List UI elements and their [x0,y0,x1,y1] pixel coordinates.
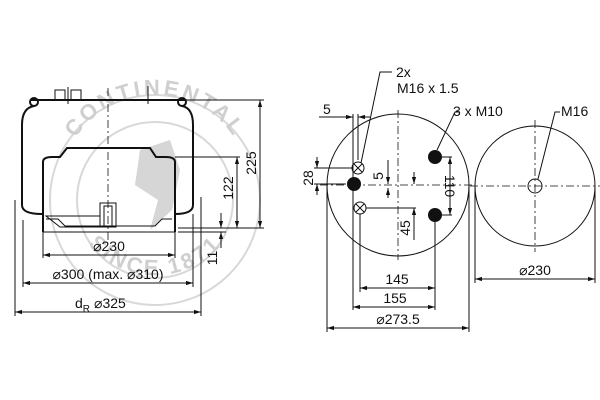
dr-label: dR⌀325 [75,295,126,315]
dim-45-label: 45 [397,220,413,236]
dim-28-label: 28 [300,170,316,186]
dim-155-label: 155 [383,290,407,306]
bolt-hole [347,177,361,191]
bolt-hole [428,150,442,164]
bolt-hole [428,208,442,222]
dim-110-label: 110 [442,175,458,198]
plate-diameter-label: ⌀273.5 [376,311,420,327]
watermark-top-text: CONTINENTAL [59,75,248,141]
bottom-view [470,111,600,283]
top-plate-view [314,71,475,332]
offset-5-label: 5 [323,101,331,117]
svg-text:CONTINENTAL: CONTINENTAL [59,75,251,141]
height-11-label: 11 [204,251,220,266]
height-122-label: 122 [220,176,236,200]
thread-spec-label: M16 x 1.5 [397,80,459,96]
m16-thread-icon [527,178,543,194]
bottom-diameter-label: ⌀230 [519,262,551,278]
bolt-spec-label: 3 x M10 [453,103,503,119]
dim-5-label: 5 [370,172,386,180]
dim-145-label: 145 [385,271,409,287]
piston-diameter-label: ⌀230 [93,238,125,254]
horse-logo-icon [135,140,180,230]
height-225-label: 225 [243,151,259,175]
bellows-diameter-label: ⌀300 (max. ⌀310) [52,266,163,282]
m16-label: M16 [561,103,588,119]
side-view [14,86,264,316]
thread-count-label: 2x [396,64,411,80]
